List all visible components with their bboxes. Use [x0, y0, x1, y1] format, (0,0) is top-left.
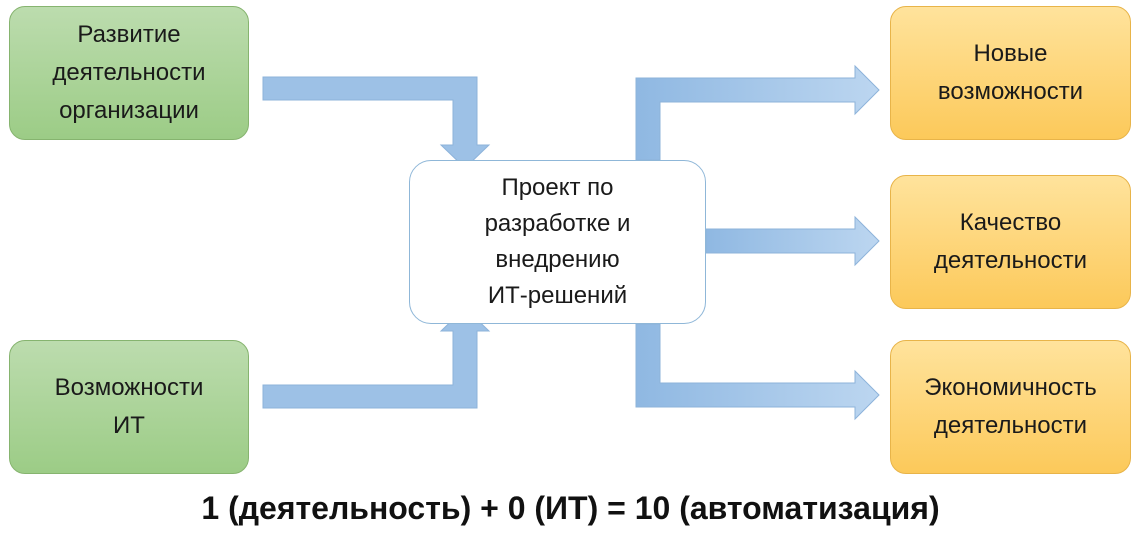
arrow-project-to-new-opportunities [635, 64, 880, 161]
arrow-business-to-project [262, 76, 491, 169]
efficiency-label: Экономичность деятельности [924, 374, 1097, 439]
new-opportunities-label: Новые возможности [937, 40, 1084, 105]
it-opportunities-box: Возможности ИТ [9, 340, 249, 474]
quality-label: Качество деятельности [933, 209, 1088, 274]
business-development-label: Развитие деятельности организации [52, 21, 206, 124]
new-opportunities-box: Новые возможности [890, 6, 1131, 140]
automation-formula: 1 (деятельность) + 0 (ИТ) = 10 (автомати… [201, 490, 940, 526]
it-project-label: Проект по разработке и внедрению ИТ-реше… [484, 174, 631, 309]
it-project-box: Проект по разработке и внедрению ИТ-реше… [409, 160, 706, 324]
arrow-project-to-quality [705, 215, 880, 267]
efficiency-box: Экономичность деятельности [890, 340, 1131, 474]
quality-box: Качество деятельности [890, 175, 1131, 309]
it-opportunities-label: Возможности ИТ [54, 374, 204, 439]
business-development-box: Развитие деятельности организации [9, 6, 249, 140]
arrow-project-to-efficiency [635, 323, 880, 421]
